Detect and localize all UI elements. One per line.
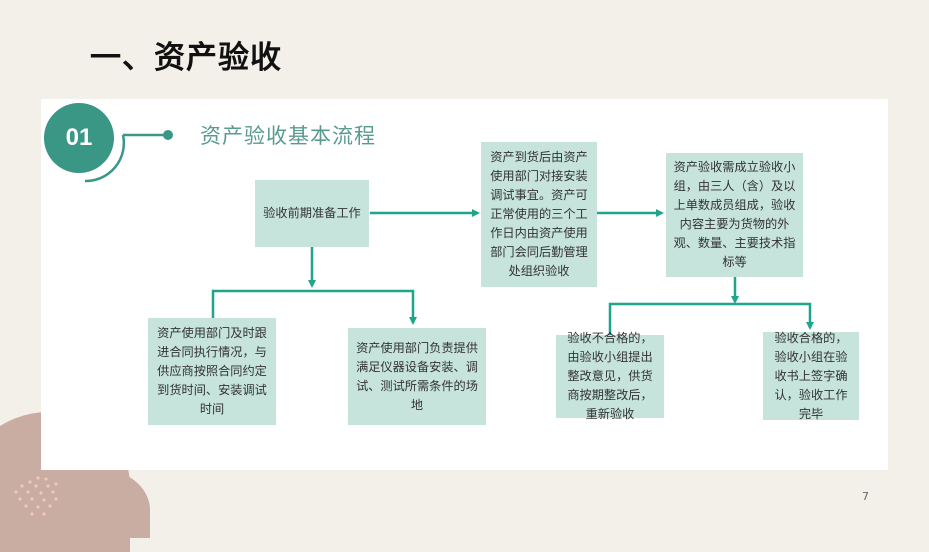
section-title: 资产验收基本流程 (200, 124, 376, 148)
step-fail: 验收不合格的，由验收小组提出整改意见，供货商按期整改后，重新验收 (556, 331, 664, 421)
step-arrival: 资产到货后由资产使用部门对接安装调试事宜。资产可正常使用的三个工作日内由资产使用… (481, 142, 597, 287)
step-prep: 验收前期准备工作 (255, 180, 369, 247)
page-title: 一、资产验收 (90, 40, 282, 76)
step-prep-site: 资产使用部门负责提供满足仪器设备安装、调试、测试所需条件的场地 (348, 328, 486, 425)
flow-connectors (211, 209, 814, 335)
step-team: 资产验收需成立验收小组，由三人（含）及以上单数成员组成，验收内容主要为货物的外观… (666, 153, 803, 277)
step-prep-contract: 资产使用部门及时跟进合同执行情况，与供应商按照合同约定到货时间、安装调试时间 (148, 318, 276, 425)
section-number-badge: 01 (44, 103, 114, 173)
decorative-dots (14, 476, 58, 516)
badge-connector (84, 130, 173, 183)
page-number: 7 (862, 490, 869, 503)
step-pass: 验收合格的，验收小组在验收书上签字确认，验收工作完毕 (763, 331, 859, 421)
